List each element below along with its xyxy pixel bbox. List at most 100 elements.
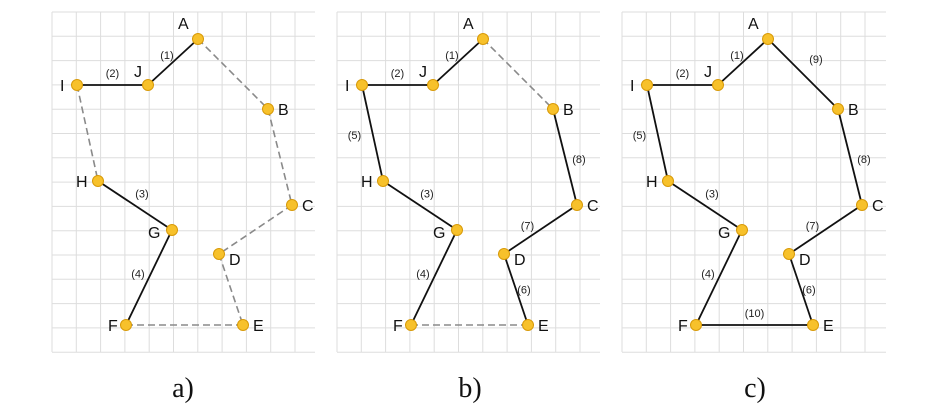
node-label-d: D [514,252,526,269]
node-label-e: E [253,318,264,335]
node-a [477,33,489,45]
edge-label: (3) [705,189,718,201]
node-h [377,175,389,187]
edge-label: (9) [809,54,822,66]
edge-i-h [76,84,99,182]
node-b [832,103,844,115]
edge-g-f [125,229,173,326]
node-label-c: C [872,198,884,215]
panel-c: (1)(2)(3)(4)(5)(6)(7)(8)(9)(10)ABCDEFGHI… [621,11,886,404]
edge-a-b [767,38,839,110]
node-b [262,103,274,115]
edge-a-j [147,38,199,86]
edge-b-c [267,108,293,206]
edge-d-e [788,253,814,326]
node-d [213,248,225,260]
node-j [142,79,154,91]
node-label-i: I [630,78,634,95]
node-i [71,79,83,91]
node-f [405,319,417,331]
node-g [166,224,178,236]
edge-label: (6) [517,285,530,297]
grid [51,11,315,353]
node-g [451,224,463,236]
node-a [192,33,204,45]
node-label-b: B [278,102,289,119]
edge-a-b [197,38,269,110]
node-label-h: H [646,174,658,191]
node-g [736,224,748,236]
edge-label: (2) [391,68,404,80]
edge-a-j [717,38,769,86]
edge-d-e [503,253,529,326]
edge-label: (8) [857,154,870,166]
edge-label: (4) [701,269,714,281]
edge-label: (1) [160,50,173,62]
node-f [120,319,132,331]
node-label-e: E [538,318,549,335]
edge-label: (1) [445,50,458,62]
node-label-g: G [433,225,445,242]
edge-label: (4) [131,269,144,281]
node-e [522,319,534,331]
node-label-j: J [704,64,712,81]
node-label-a: A [463,16,474,33]
edge-g-f [410,229,458,326]
edge-label: (2) [676,68,689,80]
node-label-g: G [718,225,730,242]
node-j [712,79,724,91]
node-h [662,175,674,187]
edge-c-d [218,204,293,255]
panel-caption: b) [458,373,481,404]
edge-d-e [218,253,244,326]
edge-label: (3) [135,189,148,201]
edge-a-j [432,38,484,86]
edge-label: (5) [348,130,361,142]
node-c [571,199,583,211]
node-label-i: I [345,78,349,95]
node-label-b: B [563,102,574,119]
edge-label: (6) [802,285,815,297]
node-c [856,199,868,211]
node-label-f: F [393,318,403,335]
node-e [237,319,249,331]
node-i [356,79,368,91]
node-label-j: J [419,64,427,81]
node-c [286,199,298,211]
node-d [498,248,510,260]
edge-label: (2) [106,68,119,80]
edge-h-g [97,180,173,231]
node-label-c: C [302,198,314,215]
edge-a-b [482,38,554,110]
node-e [807,319,819,331]
panel-caption: a) [172,373,194,404]
edge-label: (8) [572,154,585,166]
node-label-e: E [823,318,834,335]
edge-label: (7) [806,221,819,233]
node-i [641,79,653,91]
node-h [92,175,104,187]
panel-caption: c) [744,373,766,404]
node-label-a: A [748,16,759,33]
edge-g-f [695,229,743,326]
node-label-j: J [134,64,142,81]
node-label-g: G [148,225,160,242]
edge-i-h [646,84,669,182]
node-label-c: C [587,198,599,215]
edge-label: (4) [416,269,429,281]
edge-c-d [503,204,578,255]
edge-b-c [837,108,863,206]
edge-b-c [552,108,578,206]
node-label-d: D [799,252,811,269]
node-label-f: F [678,318,688,335]
edge-label: (3) [420,189,433,201]
node-j [427,79,439,91]
edge-label: (1) [730,50,743,62]
node-d [783,248,795,260]
edge-label: (5) [633,130,646,142]
node-label-h: H [76,174,88,191]
grid [336,11,600,353]
